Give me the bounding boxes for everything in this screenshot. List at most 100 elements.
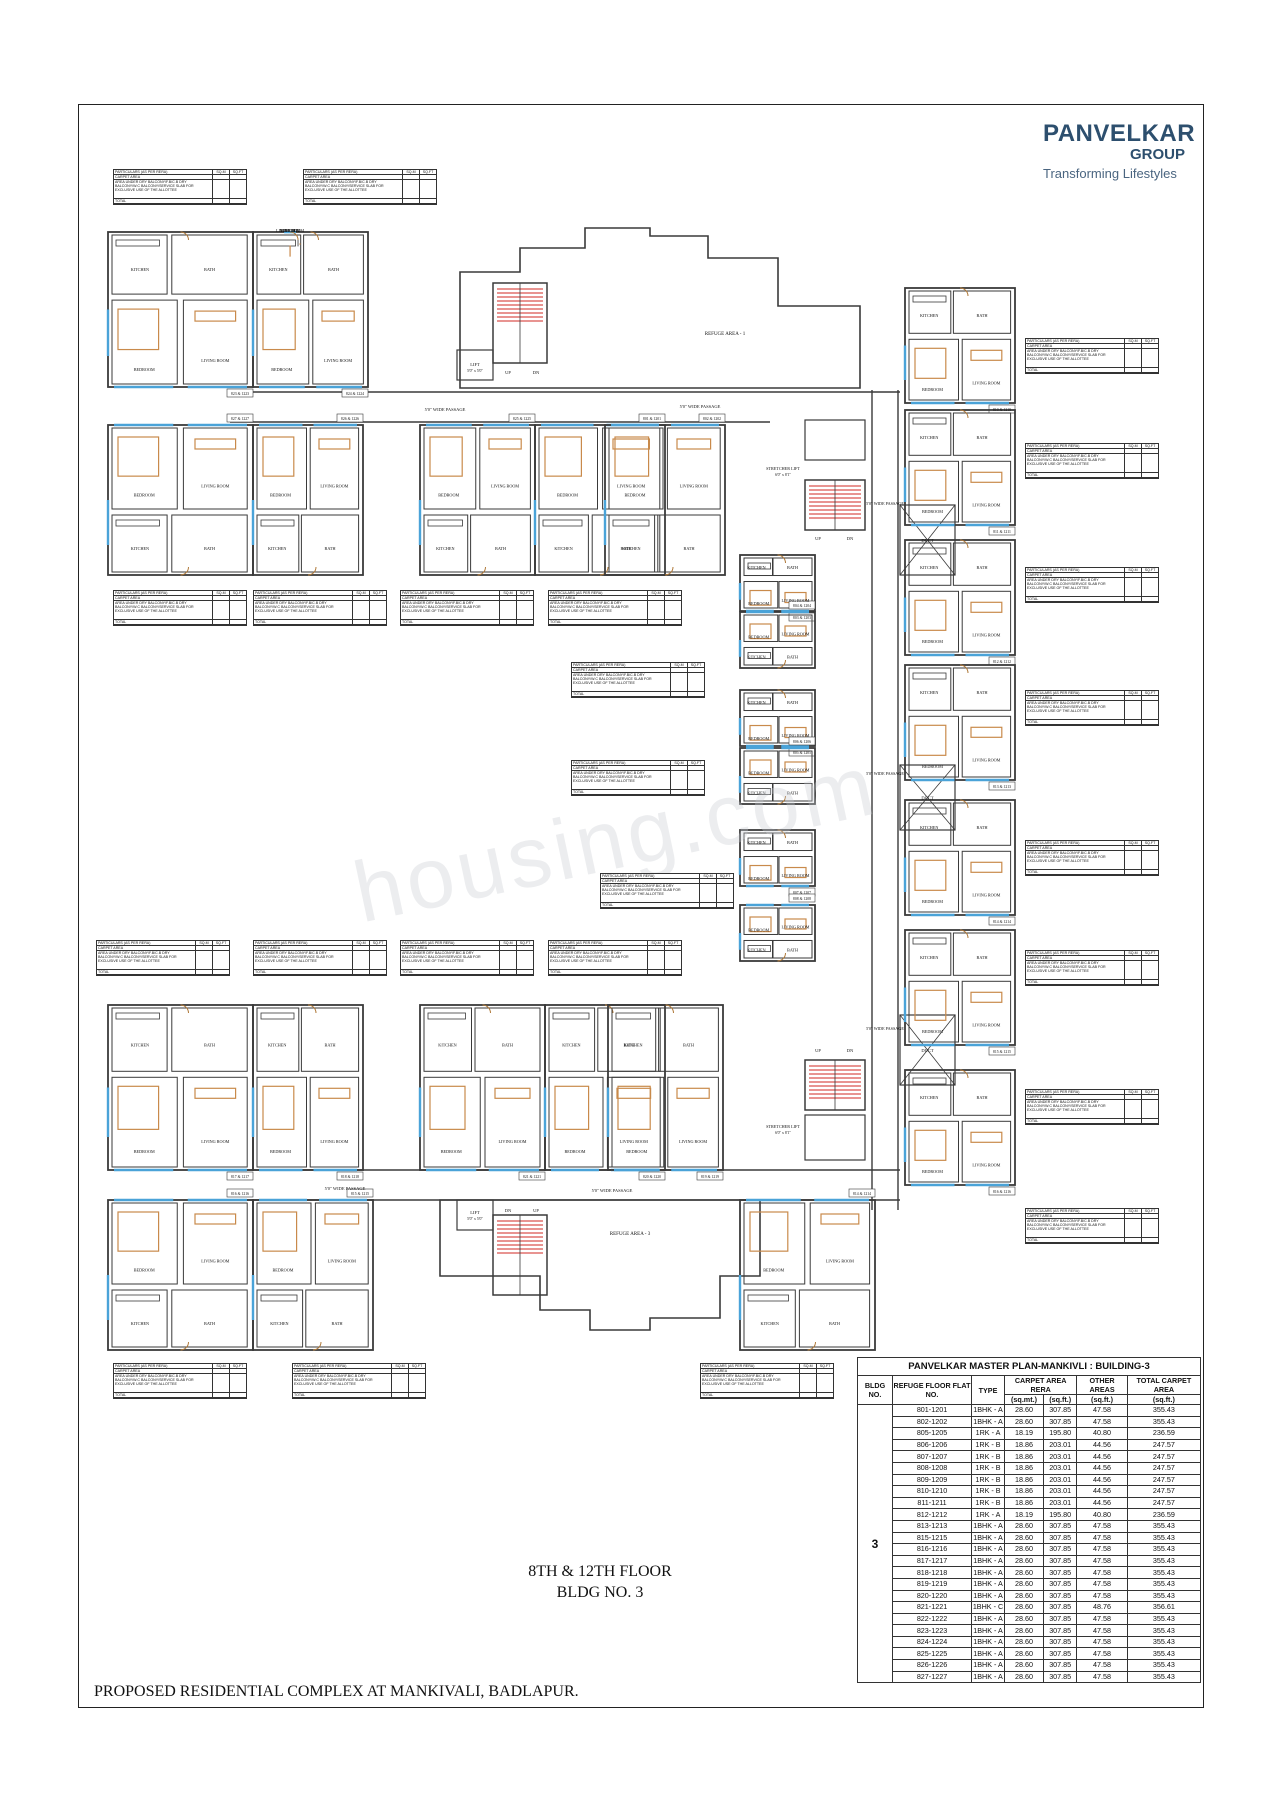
area-table-cell: SQ.M <box>648 941 665 945</box>
bedroom-room <box>256 1202 312 1285</box>
area-table-cell <box>1125 1100 1142 1118</box>
kitchen-counter <box>542 519 583 527</box>
floor-title: 8TH & 12TH FLOOR BLDG NO. 3 <box>500 1561 700 1603</box>
master-table-cell: 203.01 <box>1043 1461 1078 1475</box>
area-table-cell <box>717 903 733 907</box>
area-table-cell: SQ.FT <box>1144 1209 1156 1213</box>
area-table-cell: AREA UNDER DRY BALCONY/F.B/C.B DRY BALCO… <box>254 951 353 969</box>
flat-tag-label: 807 & 1207 <box>793 891 811 895</box>
bedroom-room <box>423 427 477 510</box>
living-room-label: LIVING ROOM <box>826 1259 854 1264</box>
stretcher-size-label: 6'0" x 8'1" <box>775 473 791 477</box>
bath-room <box>798 1289 871 1348</box>
kitchen-label: KITCHEN <box>747 840 765 845</box>
area-table-row: CARPET AREA <box>549 946 681 951</box>
area-table-row: TOTAL <box>701 1393 833 1398</box>
area-table-cell: CARPET AREA <box>549 946 648 950</box>
area-table-row: CARPET AREA <box>1026 1095 1158 1100</box>
area-table-cell: TOTAL <box>114 620 213 624</box>
area-table-row: TOTAL <box>1026 597 1158 602</box>
area-table-cell <box>196 951 213 969</box>
duct-label: DUCT <box>921 538 934 543</box>
sofa-furniture <box>324 1213 360 1225</box>
bedroom-room <box>548 1076 604 1168</box>
area-table-cell <box>700 884 717 902</box>
area-table-cell <box>500 970 517 974</box>
master-table-cell: 808-1208 <box>892 1461 972 1475</box>
area-table-cell <box>420 199 436 203</box>
staircase <box>492 1214 548 1296</box>
flat-tag-box <box>341 388 369 398</box>
area-table-cell <box>1142 961 1158 979</box>
door-swing <box>959 539 969 549</box>
area-table-cell <box>213 951 229 969</box>
bath-label: BATH <box>977 435 988 440</box>
area-table-cell <box>213 946 229 950</box>
area-table-cell <box>420 180 436 198</box>
master-table-cell: 18.86 <box>1003 1496 1045 1510</box>
bedroom-label: BEDROOM <box>748 635 769 640</box>
area-table-cell: PARTICULARS (AS PER RERA) <box>114 591 213 595</box>
door-swing <box>482 1004 491 1014</box>
master-table-cell: 195.80 <box>1043 1427 1078 1440</box>
bath-room <box>952 412 1012 456</box>
master-table-cell: 18.19 <box>1003 1427 1045 1440</box>
area-table-cell: AREA UNDER DRY BALCONY/F.B/C.B DRY BALCO… <box>114 601 213 619</box>
area-table-cell: SQ.M <box>671 663 688 667</box>
stair-up-label: UP <box>533 1208 539 1213</box>
door-swing <box>312 1341 322 1351</box>
area-table-cell <box>1142 1214 1158 1218</box>
kitchen-label: KITCHEN <box>438 1043 456 1048</box>
kitchen-room <box>256 234 302 295</box>
apartment-unit <box>251 413 364 576</box>
bed-furniture <box>554 1085 590 1130</box>
master-table-cell: 355.43 <box>1126 1566 1202 1579</box>
bed-furniture <box>262 1085 295 1130</box>
area-table-cell: CARPET AREA <box>1026 956 1125 960</box>
master-table-cell: 824-1224 <box>892 1635 972 1649</box>
area-table-cell: CARPET AREA <box>1026 846 1125 850</box>
area-table-row: CARPET AREA <box>401 596 533 601</box>
area-table-cell <box>370 620 386 624</box>
bath-label: BATH <box>285 228 296 233</box>
master-table-cell: 47.58 <box>1076 1589 1128 1603</box>
master-table-cell: 40.80 <box>1076 1508 1128 1521</box>
master-table-cell: 1RK - B <box>971 1450 1005 1463</box>
living-room-label: LIVING ROOM <box>972 380 1000 385</box>
kitchen-counter <box>615 1012 651 1020</box>
area-table-cell <box>800 1374 817 1392</box>
flat-tag-box <box>788 600 816 610</box>
unit-outline <box>252 1004 364 1171</box>
area-table-cell <box>500 951 517 969</box>
area-table-cell: SQ.M <box>353 591 370 595</box>
kitchen-label: KITCHEN <box>920 690 938 695</box>
bath-room <box>305 1289 369 1348</box>
bedroom-room <box>743 750 779 778</box>
area-table-row: TOTAL <box>254 620 386 625</box>
master-table-cell: 817-1217 <box>892 1554 972 1568</box>
master-table-cell: 805-1205 <box>892 1427 972 1440</box>
bath-label: BATH <box>328 267 339 272</box>
area-table-cell <box>353 970 370 974</box>
area-table-row: CARPET AREA <box>293 1369 425 1374</box>
kitchen-counter <box>747 788 771 795</box>
living-room <box>961 715 1012 778</box>
area-table-cell <box>1125 597 1142 601</box>
area-table-cell: SQ.M <box>700 874 717 878</box>
area-table-cell <box>648 951 665 969</box>
area-table-cell <box>665 620 681 624</box>
area-table-cell <box>671 668 688 672</box>
area-table-cell: TOTAL <box>1026 980 1125 984</box>
kitchen-room <box>908 412 952 456</box>
bath-label: BATH <box>829 1321 840 1326</box>
bedroom-room <box>111 1076 178 1168</box>
